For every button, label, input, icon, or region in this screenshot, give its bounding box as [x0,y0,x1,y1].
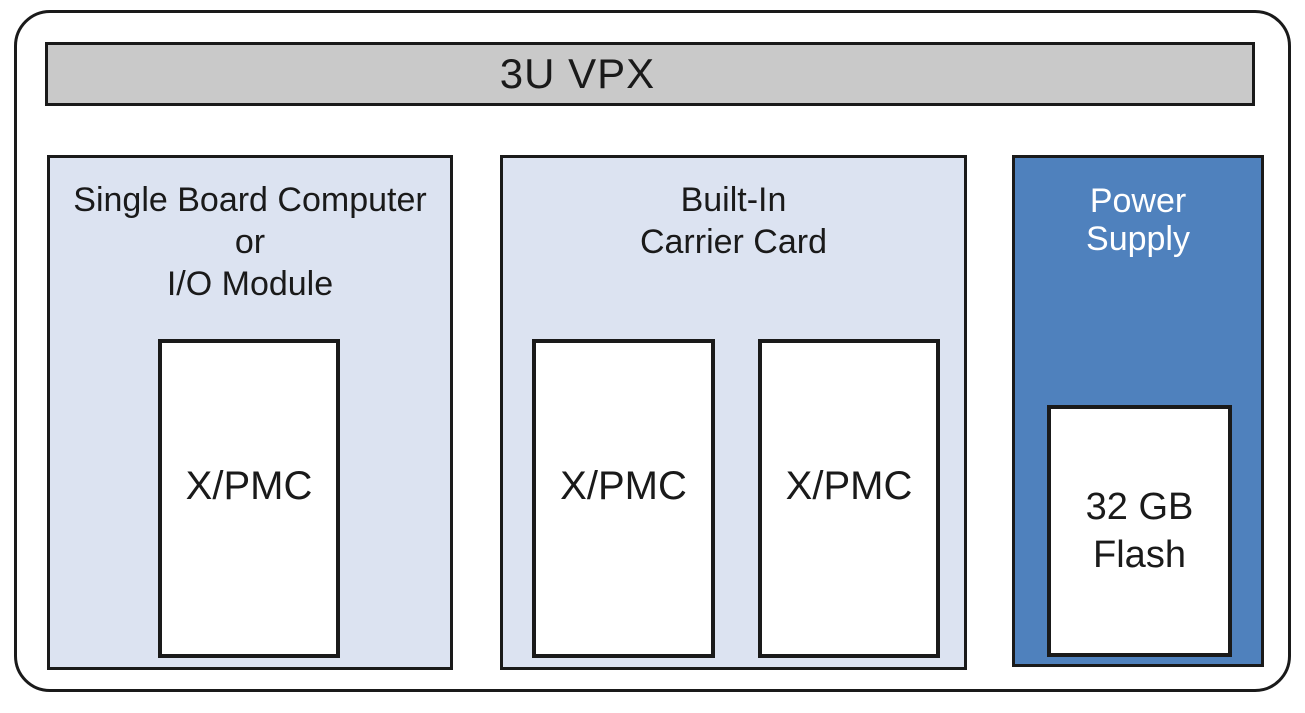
power-title-line-2: Supply [1086,220,1190,258]
chassis-title: 3U VPX [499,50,656,97]
sbc-title-line-3: I/O Module [166,265,334,303]
carrier-card: Built-In Carrier Card X/PMC X/PMC [500,155,967,670]
sbc-xpmc-module: X/PMC [158,339,340,658]
chassis-header-bar: 3U VPX [45,42,1255,106]
sbc-xpmc-label: X/PMC [185,463,313,508]
sbc-title-line-2: or [234,223,266,261]
carrier-xpmc-label-2: X/PMC [785,463,913,508]
power-supply-card: Power Supply 32 GB Flash [1012,155,1264,667]
carrier-card-title: Built-In Carrier Card [503,158,964,263]
carrier-title-line-1: Built-In [680,181,787,219]
power-supply-title: Power Supply [1015,158,1261,258]
flash-label-line-2: Flash [1093,534,1186,576]
sbc-card-title: Single Board Computer or I/O Module [50,158,450,305]
sbc-card: Single Board Computer or I/O Module X/PM… [47,155,453,670]
carrier-xpmc-module-2: X/PMC [758,339,940,658]
chassis-frame: 3U VPX Single Board Computer or I/O Modu… [14,10,1291,692]
flash-label-line-1: 32 GB [1085,486,1194,528]
power-title-line-1: Power [1089,182,1187,220]
sbc-title-line-1: Single Board Computer [73,181,427,219]
flash-module: 32 GB Flash [1047,405,1232,657]
carrier-title-line-2: Carrier Card [639,223,828,261]
carrier-xpmc-label-1: X/PMC [560,463,687,508]
carrier-xpmc-module-1: X/PMC [532,339,715,658]
